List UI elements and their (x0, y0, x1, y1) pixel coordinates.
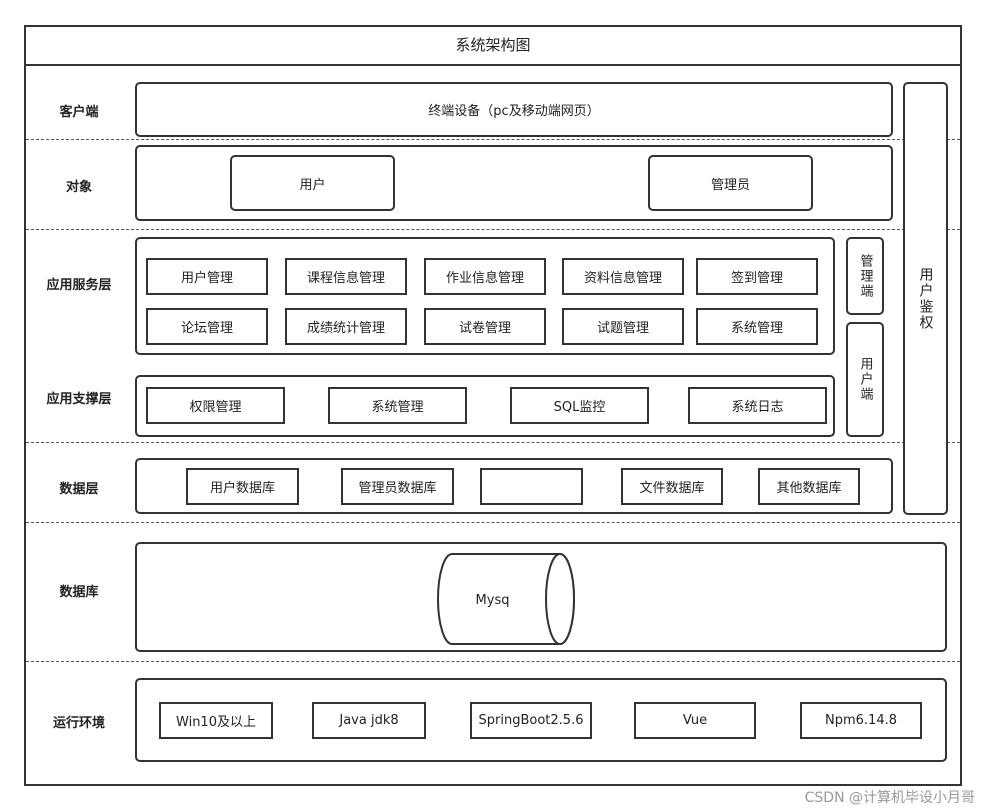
layer-label-app-service: 应用服务层 (46, 277, 112, 293)
user-auth-box: 用户鉴权 (903, 82, 948, 515)
layer-label-object: 对象 (65, 179, 92, 195)
module-user-management: 用户管理 (146, 258, 268, 295)
runtime-npm: Npm6.14.8 (800, 702, 922, 739)
separator-app (26, 442, 960, 443)
mysql-cylinder-icon (437, 553, 575, 645)
layer-label-data: 数据层 (59, 481, 99, 497)
diagram-title: 系统架构图 (24, 25, 962, 66)
data-admin-db: 管理员数据库 (341, 468, 454, 505)
module-grade-stats-management: 成绩统计管理 (285, 308, 407, 345)
module-exam-management: 试卷管理 (424, 308, 546, 345)
runtime-os: Win10及以上 (159, 702, 273, 739)
separator-client (26, 139, 960, 140)
object-user: 用户 (230, 155, 395, 211)
separator-data (26, 522, 960, 523)
admin-side-box: 管理端 (846, 237, 884, 315)
user-side-box: 用户端 (846, 322, 884, 437)
object-admin: 管理员 (648, 155, 813, 211)
module-question-management: 试题管理 (562, 308, 684, 345)
mysql-label: Mysq (475, 592, 510, 608)
layer-label-runtime: 运行环境 (52, 715, 105, 731)
separator-object (26, 229, 960, 230)
data-file-db: 文件数据库 (621, 468, 723, 505)
runtime-springboot: SpringBoot2.5.6 (470, 702, 592, 739)
module-system-management: 系统管理 (696, 308, 818, 345)
client-device-box: 终端设备（pc及移动端网页） (135, 82, 893, 137)
support-system-management: 系统管理 (328, 387, 467, 424)
support-sql-monitor: SQL监控 (510, 387, 649, 424)
watermark: CSDN @计算机毕设小月哥 (804, 790, 975, 806)
module-homework-management: 作业信息管理 (424, 258, 546, 295)
module-signin-management: 签到管理 (696, 258, 818, 295)
diagram-frame (24, 25, 962, 786)
runtime-vue: Vue (634, 702, 756, 739)
module-course-management: 课程信息管理 (285, 258, 407, 295)
module-material-management: 资料信息管理 (562, 258, 684, 295)
layer-label-client: 客户端 (59, 104, 99, 120)
layer-label-app-support: 应用支撑层 (46, 391, 112, 407)
support-permission: 权限管理 (146, 387, 285, 424)
separator-database (26, 661, 960, 662)
runtime-jdk: Java jdk8 (312, 702, 426, 739)
module-forum-management: 论坛管理 (146, 308, 268, 345)
data-user-db: 用户数据库 (186, 468, 299, 505)
layer-label-database: 数据库 (59, 584, 99, 600)
data-other-db: 其他数据库 (758, 468, 860, 505)
data-empty-db (480, 468, 583, 505)
support-system-log: 系统日志 (688, 387, 827, 424)
